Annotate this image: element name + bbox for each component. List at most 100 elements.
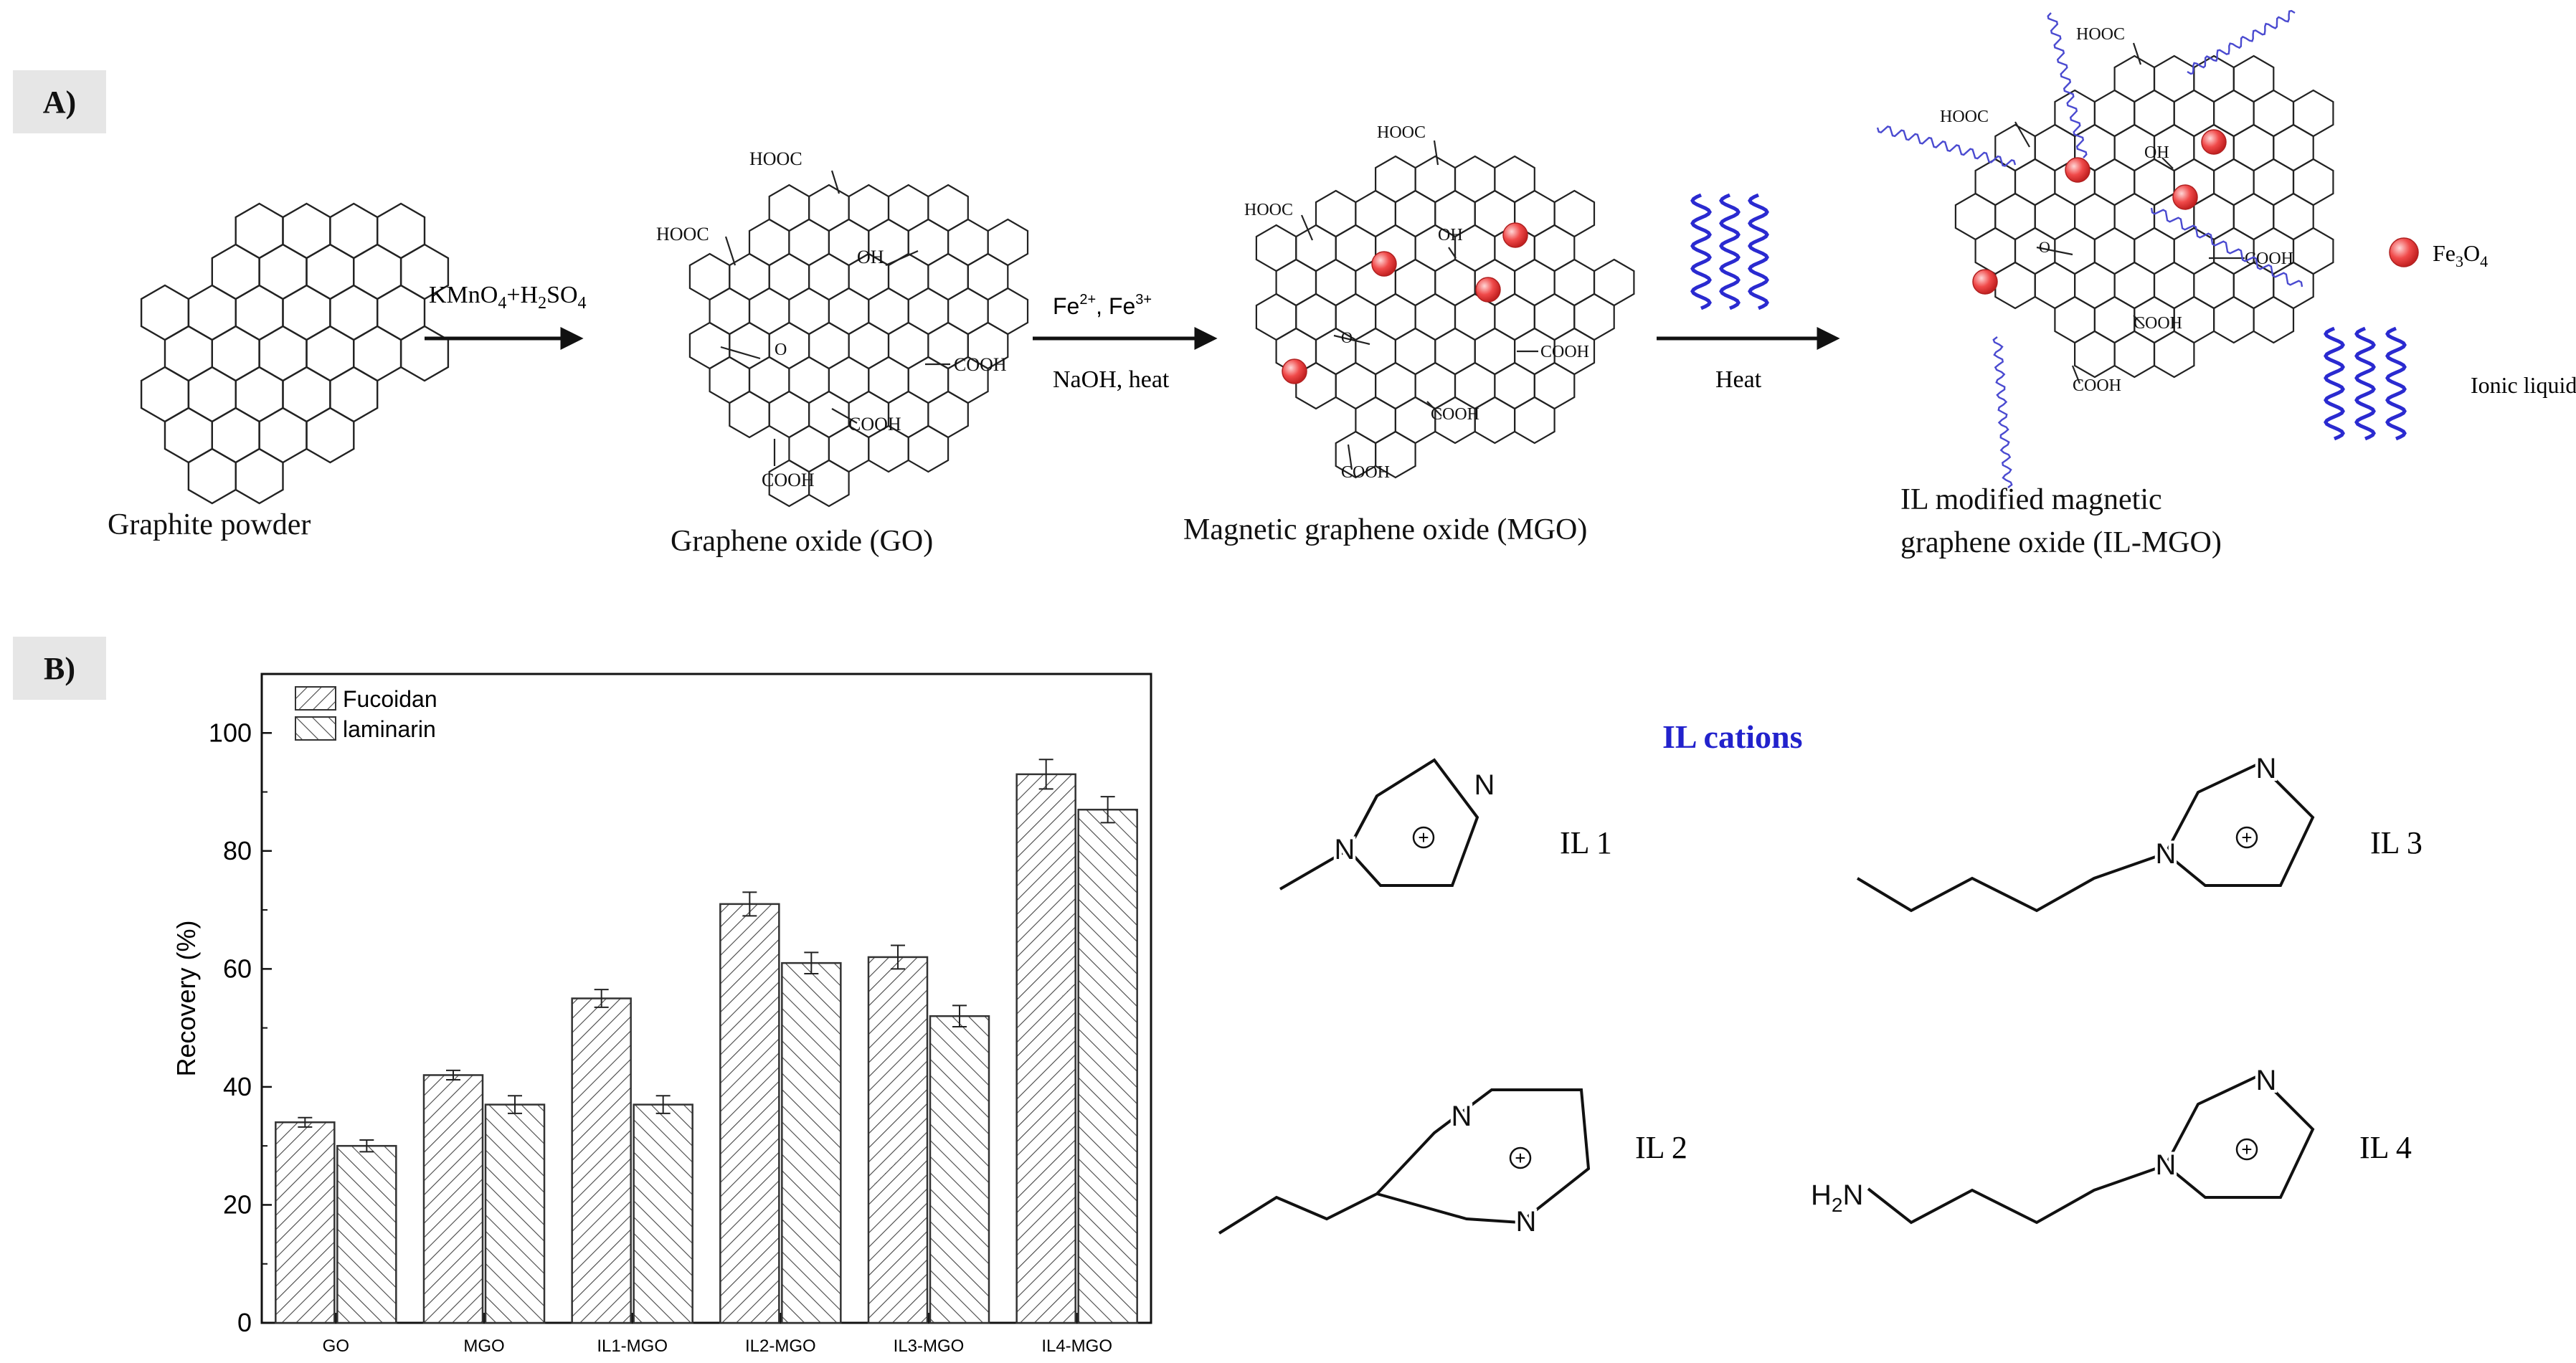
ilmgo-hex — [2153, 330, 2195, 379]
mgo-hex — [1394, 189, 1436, 238]
squiggle — [2385, 326, 2407, 441]
go-hex — [768, 184, 810, 232]
il-cations-title: IL cations — [1662, 718, 1803, 755]
graphite-hex — [187, 366, 237, 423]
mgo-cooh-mid: COOH — [1431, 405, 1479, 424]
mgo-cooh-right: COOH — [1540, 343, 1589, 361]
graphite-hex — [258, 243, 308, 300]
go-hex — [907, 424, 950, 473]
ilmgo-hex — [2232, 192, 2275, 241]
bar-fucoidan — [571, 997, 632, 1324]
mgo-hex — [1494, 361, 1535, 410]
go-hex — [828, 356, 870, 404]
ilmgo-hex — [2193, 54, 2235, 103]
bar-fucoidan — [422, 1074, 484, 1324]
mgo-hex — [1414, 155, 1457, 204]
squiggle — [2324, 326, 2345, 441]
go-hex — [788, 424, 830, 473]
graphite-hex — [282, 202, 331, 260]
mgo-hex — [1374, 293, 1416, 341]
graphite-hex — [258, 325, 308, 382]
x-tick-label: GO — [323, 1336, 349, 1356]
mgo-ball-4 — [1282, 358, 1307, 384]
ilmgo-ball-3 — [2172, 184, 2198, 210]
mgo-hex — [1275, 258, 1317, 307]
go-hex — [748, 356, 790, 404]
mgo-o: O — [1341, 328, 1353, 346]
go-hooc-top: HOOC — [749, 148, 802, 169]
arrow-2-conditions: NaOH, heat — [1053, 366, 1170, 393]
mgo-hex — [1315, 258, 1357, 307]
graphite-hex — [164, 407, 213, 464]
ilmgo-label-line1: IL modified magnetic — [1900, 483, 2162, 516]
graphite-hex — [235, 202, 284, 260]
ilmgo-hex — [2134, 89, 2175, 138]
go-hex — [709, 356, 751, 404]
il2-n2: N — [1516, 1206, 1537, 1238]
il3-n1: N — [2156, 838, 2177, 870]
il2-plus: + — [1515, 1147, 1525, 1169]
x-tick-label: IL4-MGO — [1041, 1336, 1112, 1356]
go-label: Graphene oxide (GO) — [671, 525, 933, 558]
il3-plus: + — [2241, 827, 2252, 848]
il-chain — [2047, 12, 2088, 158]
go-hex — [808, 184, 850, 232]
legend-swatch-fucoidan — [295, 686, 336, 711]
il3-structure — [1856, 761, 2315, 913]
graphite-hex — [235, 447, 284, 505]
ilmgo-hex — [1994, 261, 2036, 310]
ilmgo-hex — [2292, 158, 2334, 206]
ilmgo-hex — [2213, 158, 2255, 206]
go-functional-groups — [720, 170, 950, 466]
arrow-3-head — [1817, 326, 1840, 351]
plot-frame — [260, 673, 1152, 1324]
il3-n2: N — [2256, 753, 2277, 784]
ilmgo-hex — [1994, 192, 2036, 241]
ilmgo-hex — [2074, 261, 2116, 310]
ilmgo-hex — [2213, 89, 2255, 138]
go-hex — [848, 321, 890, 370]
il-chain — [2150, 207, 2303, 288]
graphite-hex — [282, 284, 331, 341]
mgo-lattice — [1255, 155, 1635, 479]
mgo-hex — [1573, 293, 1615, 341]
go-lattice — [688, 184, 1029, 508]
ilmgo-hex — [2113, 261, 2156, 310]
y-tick-label: 60 — [223, 954, 252, 983]
panel-a-label: A) — [13, 70, 106, 133]
mgo-functional-groups — [1300, 140, 1538, 470]
bar-laminarin — [1077, 808, 1138, 1324]
mgo-hex — [1414, 293, 1457, 341]
go-hex — [828, 287, 870, 336]
graphite-hex — [353, 325, 402, 382]
il4-plus-icon — [2235, 1138, 2258, 1161]
il4-n1: N — [2156, 1149, 2177, 1181]
ilmgo-lattice — [1954, 54, 2334, 379]
mgo-hex — [1533, 361, 1576, 410]
go-hex — [688, 321, 731, 370]
go-hex — [927, 184, 969, 232]
ilmgo-cooh-bottom: COOH — [2073, 376, 2121, 395]
ilmgo-hex — [2232, 54, 2275, 103]
ilmgo-hex — [1954, 192, 1997, 241]
graphite-hex — [377, 202, 426, 260]
bar-fucoidan — [719, 903, 780, 1324]
bar-fucoidan — [275, 1121, 336, 1324]
mgo-hex — [1494, 293, 1535, 341]
ilmgo-hex — [2232, 261, 2275, 310]
il-chain — [1876, 125, 2017, 167]
il2-label: IL 2 — [1635, 1130, 1687, 1165]
mgo-ball-1 — [1371, 251, 1397, 277]
ionic-liquid-squiggles-icon — [1690, 193, 1769, 310]
mgo-hex — [1295, 293, 1337, 341]
graphite-hex — [235, 366, 284, 423]
squiggle — [1719, 193, 1741, 310]
ilmgo-oh: OH — [2144, 143, 2169, 162]
ilmgo-hex — [2074, 192, 2116, 241]
ilmgo-hex — [2193, 261, 2235, 310]
mgo-hex — [1553, 189, 1596, 238]
bar-laminarin — [336, 1144, 397, 1324]
go-hex — [947, 218, 989, 267]
ilmgo-hex — [2134, 158, 2175, 206]
